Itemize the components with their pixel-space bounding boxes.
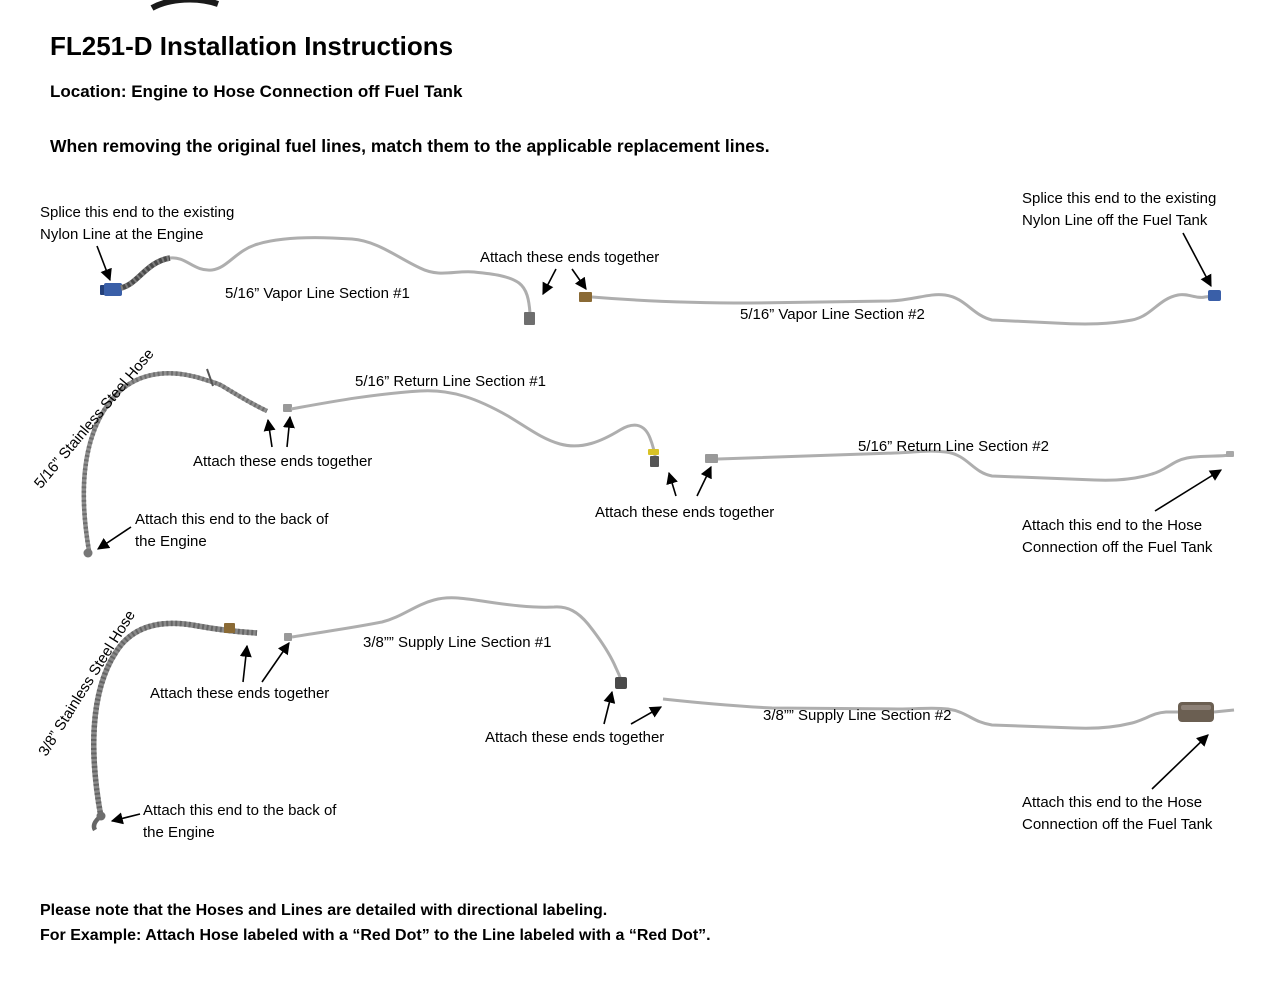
location-line: Location: Engine to Hose Connection off … — [50, 82, 463, 101]
return-attach-mid-arrow-1 — [666, 471, 678, 497]
supply-attach-left-label: Attach these ends together — [150, 685, 330, 702]
supply-attach-mid-arrow-1 — [603, 690, 616, 725]
return-line-2-end-tip — [1226, 451, 1234, 457]
supply-line-1-end-fitting — [615, 677, 627, 689]
supply-line-section-2 — [662, 697, 1235, 730]
vapor-line-1-path — [169, 236, 532, 314]
return-stainless-hose — [81, 368, 268, 558]
return-line-section-2 — [705, 449, 1234, 482]
splice-tank-label: Splice this end to the existing Nylon Li… — [1022, 190, 1217, 229]
blue-splice-fitting-engine — [104, 283, 122, 296]
return-line-1-end-fitting — [650, 456, 659, 467]
vapor-section-1-label: 5/16” Vapor Line Section #1 — [225, 285, 410, 302]
hose-band-marker — [206, 368, 214, 387]
supply-engine-label: Attach this end to the back of the Engin… — [143, 802, 337, 841]
return-attach-mid-arrow-2 — [696, 465, 712, 497]
splice-engine-label: Splice this end to the existing Nylon Li… — [40, 204, 235, 243]
top-edge-artifact — [150, 0, 219, 11]
supply-section-1-label: 3/8”” Supply Line Section #1 — [363, 634, 552, 651]
return-line-section-1 — [283, 389, 659, 467]
return-attach-left-arrow-1 — [263, 418, 276, 448]
supply-attach-mid-label: Attach these ends together — [485, 729, 665, 746]
return-tank-label: Attach this end to the Hose Connection o… — [1022, 517, 1213, 556]
vapor-line-section-1 — [100, 236, 535, 325]
supply-line-2-path — [662, 697, 1178, 730]
return-attach-left-arrow-2 — [282, 415, 295, 448]
supply-attach-left-arrow-2 — [261, 642, 290, 683]
splice-tank-arrow — [1182, 232, 1212, 288]
return-section-2-label: 5/16” Return Line Section #2 — [858, 438, 1049, 455]
vapor-attach-arrow-1 — [542, 268, 557, 296]
yellow-band — [648, 449, 659, 455]
supply-line-1-path — [291, 596, 624, 684]
vapor-attach-label: Attach these ends together — [480, 249, 660, 266]
note-line-2: For Example: Attach Hose labeled with a … — [40, 927, 711, 944]
brass-fitting — [579, 292, 592, 302]
supply-engine-arrow — [110, 812, 141, 825]
return-line-1-path — [290, 389, 658, 462]
hose-brass-band — [224, 623, 235, 633]
note-line-1: Please note that the Hoses and Lines are… — [40, 902, 608, 919]
braided-hose-segment — [120, 255, 171, 291]
return-attach-mid-label: Attach these ends together — [595, 504, 775, 521]
return-engine-arrow — [97, 526, 132, 550]
return-attach-left-label: Attach these ends together — [193, 453, 373, 470]
supply-stainless-hose — [91, 620, 258, 832]
supply-attach-left-arrow-1 — [239, 644, 252, 683]
return-line-2-path — [717, 449, 1231, 482]
hose-engine-end — [83, 548, 93, 558]
page-title: FL251-D Installation Instructions — [50, 31, 454, 61]
return-section-1-label: 5/16” Return Line Section #1 — [355, 373, 546, 390]
annotation-arrows — [96, 232, 1223, 825]
return-tank-arrow — [1154, 469, 1223, 512]
supply-section-2-label: 3/8”” Supply Line Section #2 — [763, 707, 952, 724]
vapor-line-2-path — [591, 293, 1215, 326]
vapor-line-section-2 — [579, 290, 1221, 326]
return-line-2-start-fitting — [705, 454, 718, 463]
supply-line-section-1 — [284, 596, 627, 689]
vapor-section-2-label: 5/16” Vapor Line Section #2 — [740, 306, 925, 323]
intro-line: When removing the original fuel lines, m… — [50, 136, 770, 156]
vapor-attach-arrow-2 — [571, 268, 587, 290]
vapor-line-1-end-fitting — [524, 312, 535, 325]
supply-tank-label: Attach this end to the Hose Connection o… — [1022, 794, 1213, 833]
supply-attach-mid-arrow-2 — [630, 706, 663, 725]
return-engine-label: Attach this end to the back of the Engin… — [135, 511, 329, 550]
supply-tank-arrow — [1151, 734, 1209, 790]
splice-engine-arrow — [96, 245, 112, 282]
blue-splice-fitting-tank — [1208, 290, 1221, 301]
